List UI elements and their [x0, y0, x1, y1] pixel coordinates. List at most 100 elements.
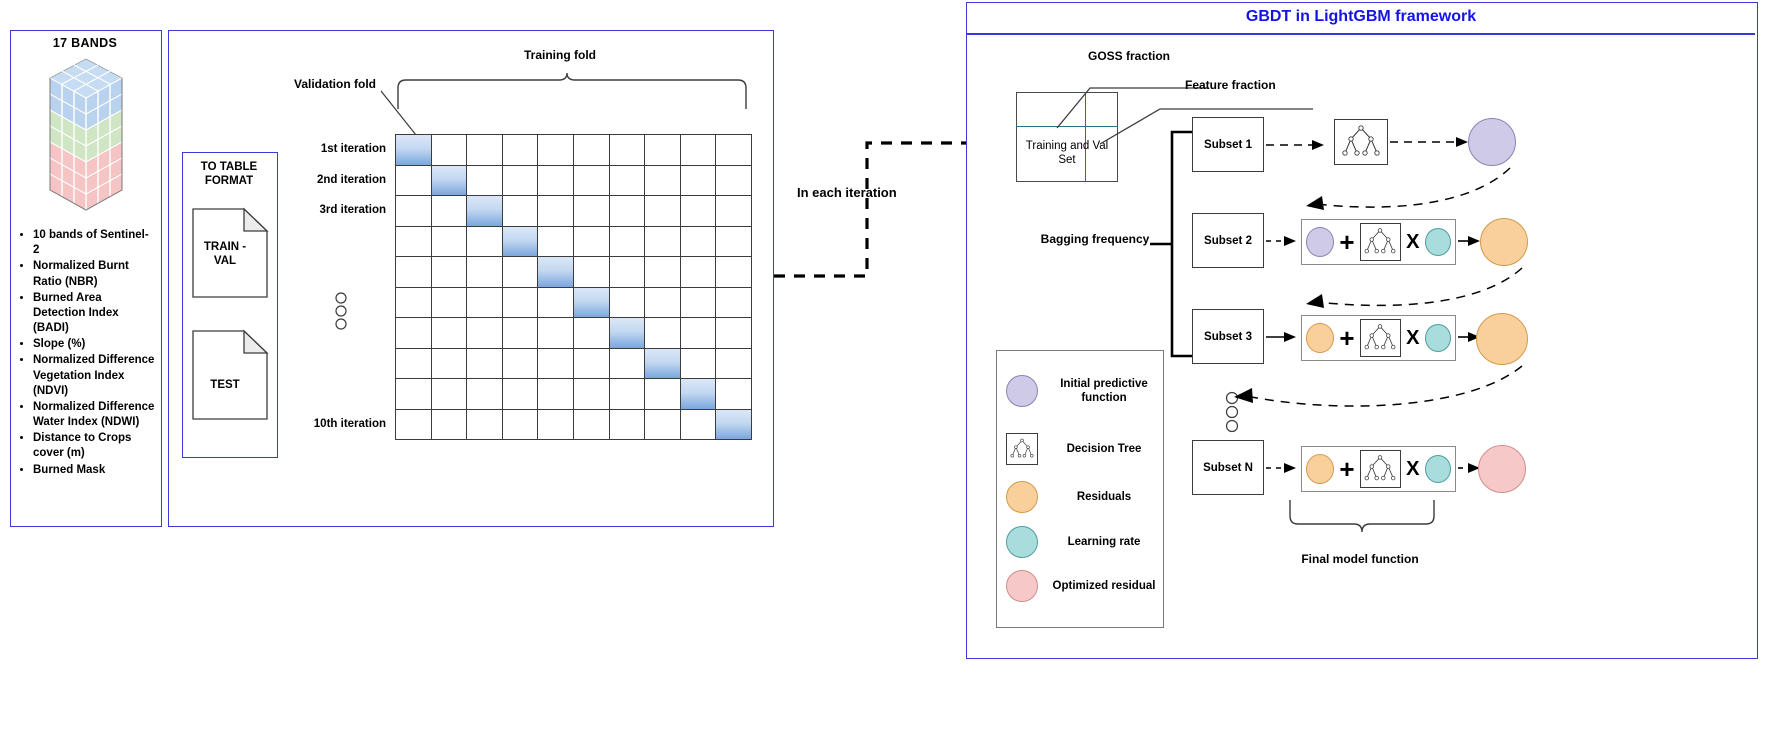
cv-cell-training	[679, 195, 717, 227]
arrow-formula2-to-output	[1458, 234, 1484, 248]
vertical-dots-icon	[332, 292, 350, 330]
cv-cell-training	[715, 195, 752, 227]
cv-cell-training	[395, 317, 432, 349]
cv-row	[395, 317, 752, 349]
arrow-subsetN-to-formula	[1266, 461, 1300, 475]
cv-cell-training	[644, 134, 681, 166]
cv-cell-training	[608, 408, 646, 440]
subset-3-formula: + X	[1301, 315, 1456, 361]
residuals-circle	[1306, 454, 1335, 484]
cv-row: 3rd iteration	[320, 195, 752, 227]
cv-cell-validation	[430, 164, 468, 196]
times-symbol: X	[1406, 231, 1420, 253]
cv-cell-training	[395, 378, 432, 410]
cv-cell-training	[608, 225, 646, 257]
cv-cell-training	[537, 164, 574, 196]
circle-purple-icon	[1006, 375, 1038, 407]
cv-cell-validation	[572, 286, 610, 318]
cv-cell-training	[501, 134, 539, 166]
cv-cell-training	[466, 378, 503, 410]
arrow-tree1-to-output	[1390, 135, 1472, 149]
arrow-subset1-to-tree	[1266, 138, 1328, 152]
output-optimized-residual-circle	[1478, 445, 1526, 493]
cv-cell-training	[679, 134, 717, 166]
cv-cell-validation	[537, 256, 574, 288]
cv-cell-training	[679, 347, 717, 379]
decision-tree-icon	[1006, 433, 1038, 465]
cv-cell-training	[537, 286, 574, 318]
cv-row	[395, 286, 752, 318]
document-train-val-label: TRAIN - VAL	[203, 241, 247, 268]
initial-predictive-circle	[1306, 227, 1335, 257]
circle-pink-icon	[1006, 570, 1038, 602]
cv-row-label: 10th iteration	[313, 417, 386, 430]
cv-cell-validation	[395, 134, 432, 166]
decision-tree-icon	[1359, 450, 1402, 488]
cv-cell-training	[537, 225, 574, 257]
cv-cell-training	[572, 164, 610, 196]
cv-cell-training	[572, 347, 610, 379]
cv-row	[395, 378, 752, 410]
subset-2-box[interactable]: Subset 2	[1192, 213, 1264, 268]
cv-cell-training	[466, 347, 503, 379]
cv-cell-training	[395, 225, 432, 257]
cv-cell-training	[395, 164, 432, 196]
subset-n-box[interactable]: Subset N	[1192, 440, 1264, 495]
cv-cell-training	[501, 195, 539, 227]
cv-cell-training	[679, 408, 717, 440]
cv-cell-training	[430, 286, 468, 318]
cv-cell-training	[644, 378, 681, 410]
subset-n-formula: + X	[1301, 446, 1456, 492]
final-model-label: Final model function	[1301, 552, 1419, 566]
subset-1-box[interactable]: Subset 1	[1192, 117, 1264, 172]
cv-cell-training	[501, 317, 539, 349]
cv-cell-training	[430, 256, 468, 288]
cv-cell-training	[501, 286, 539, 318]
cv-cell-training	[430, 195, 468, 227]
legend-item-learning-rate: Learning rate	[1006, 526, 1156, 558]
cv-cell-training	[466, 164, 503, 196]
cv-cell-training	[466, 286, 503, 318]
cv-cell-training	[679, 286, 717, 318]
cv-cell-training	[679, 164, 717, 196]
legend-item-decision-tree: Decision Tree	[1006, 433, 1156, 465]
times-symbol: X	[1406, 327, 1420, 349]
list-item: Burned Area Detection Index (BADI)	[33, 291, 155, 337]
legend-item-initial-predictive: Initial predictive function	[1006, 375, 1156, 407]
cv-cell-training	[537, 378, 574, 410]
learning-rate-circle	[1424, 324, 1451, 352]
cv-cell-training	[395, 286, 432, 318]
cv-cell-training	[395, 195, 432, 227]
training-val-set-label: Training and Val Set	[1025, 140, 1109, 166]
legend-label: Initial predictive function	[1060, 377, 1148, 404]
cv-row	[395, 347, 752, 379]
legend-item-optimized-residual: Optimized residual	[1006, 570, 1156, 602]
vertical-dots-icon	[1223, 391, 1241, 434]
cv-cell-training	[715, 317, 752, 349]
training-fold-brace	[396, 68, 747, 110]
validation-fold-leader-line	[380, 90, 420, 138]
subset-3-box[interactable]: Subset 3	[1192, 309, 1264, 364]
cv-cell-training	[644, 286, 681, 318]
legend-item-residuals: Residuals	[1006, 481, 1156, 513]
cv-row	[395, 256, 752, 288]
list-item: Burned Mask	[33, 463, 155, 478]
cv-cell-training	[466, 225, 503, 257]
cv-cell-training	[537, 408, 574, 440]
cv-cell-training	[466, 408, 503, 440]
goss-fraction-label: GOSS fraction	[1088, 49, 1171, 63]
cv-cell-training	[572, 225, 610, 257]
training-fold-label: Training fold	[524, 48, 596, 62]
bagging-frequency-label: Bagging frequency	[1040, 232, 1150, 246]
legend-label: Decision Tree	[1066, 442, 1142, 455]
circle-teal-icon	[1006, 526, 1038, 558]
cv-cell-training	[537, 195, 574, 227]
cv-cell-validation	[644, 347, 681, 379]
cv-row-label: 3rd iteration	[319, 204, 386, 216]
cv-cell-training	[537, 347, 574, 379]
cv-cell-validation	[715, 408, 752, 440]
residuals-circle	[1306, 323, 1335, 353]
training-val-set-box	[1016, 92, 1118, 182]
feature-leader-line	[1098, 96, 1313, 146]
cv-cell-training	[430, 347, 468, 379]
